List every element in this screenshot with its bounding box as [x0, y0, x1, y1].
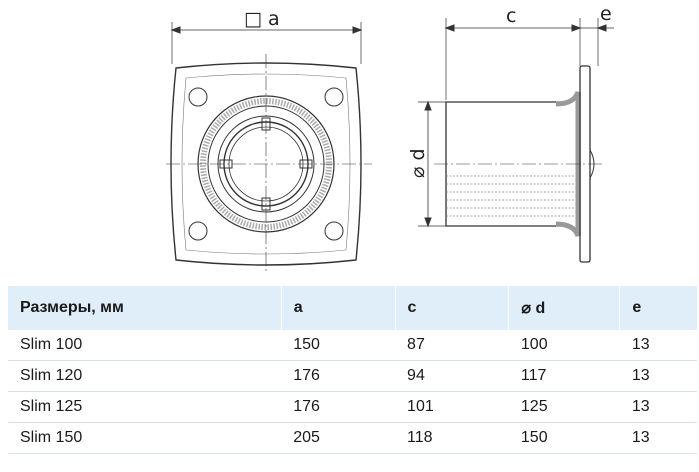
table-row: Slim 125 176 101 125 13 [8, 391, 697, 423]
table-cell: 150 [281, 330, 396, 361]
header-cell: a [280, 286, 396, 330]
table-cell: Slim 120 [8, 360, 282, 392]
header-cell: e [619, 286, 697, 330]
table-cell: Slim 150 [8, 422, 282, 454]
header-cell: ⌀ d [508, 286, 620, 330]
table-row: Slim 120 176 94 117 13 [8, 360, 697, 392]
table-cell: 13 [619, 330, 697, 361]
table-row: Slim 150 205 118 150 13 [8, 422, 697, 454]
table-cell: 94 [395, 360, 509, 392]
header-cell: Размеры, мм [8, 286, 282, 330]
dimension-c-label: c [506, 5, 516, 27]
table-cell: 100 [508, 330, 620, 361]
table-cell: 117 [508, 360, 620, 392]
header-cell: c [394, 286, 509, 330]
table-cell: 150 [508, 422, 620, 454]
dimensions-table: Размеры, мм a c ⌀ d e Slim 100 150 87 10… [8, 286, 697, 454]
dimension-e-label: e [600, 3, 612, 25]
table-cell: 205 [281, 422, 396, 454]
table-row: Slim 100 150 87 100 13 [8, 330, 697, 361]
table-cell: Slim 125 [8, 391, 282, 423]
table-cell: 118 [395, 422, 509, 454]
dimension-a-label: □ a [244, 8, 280, 30]
table-cell: 13 [619, 360, 697, 392]
table-cell: 101 [395, 391, 509, 423]
front-panel-outline [170, 62, 362, 266]
table-cell: 125 [508, 391, 620, 423]
table-cell: Slim 100 [8, 330, 282, 361]
table-cell: 176 [281, 391, 396, 423]
dimension-d-label: ⌀ d [407, 148, 429, 178]
table-header-row: Размеры, мм a c ⌀ d e [8, 286, 697, 330]
table-cell: 87 [395, 330, 509, 361]
table-cell: 176 [281, 360, 396, 392]
table-cell: 13 [619, 391, 697, 423]
table-cell: 13 [619, 422, 697, 454]
technical-drawing: □ a c e ⌀ d [166, 3, 614, 274]
